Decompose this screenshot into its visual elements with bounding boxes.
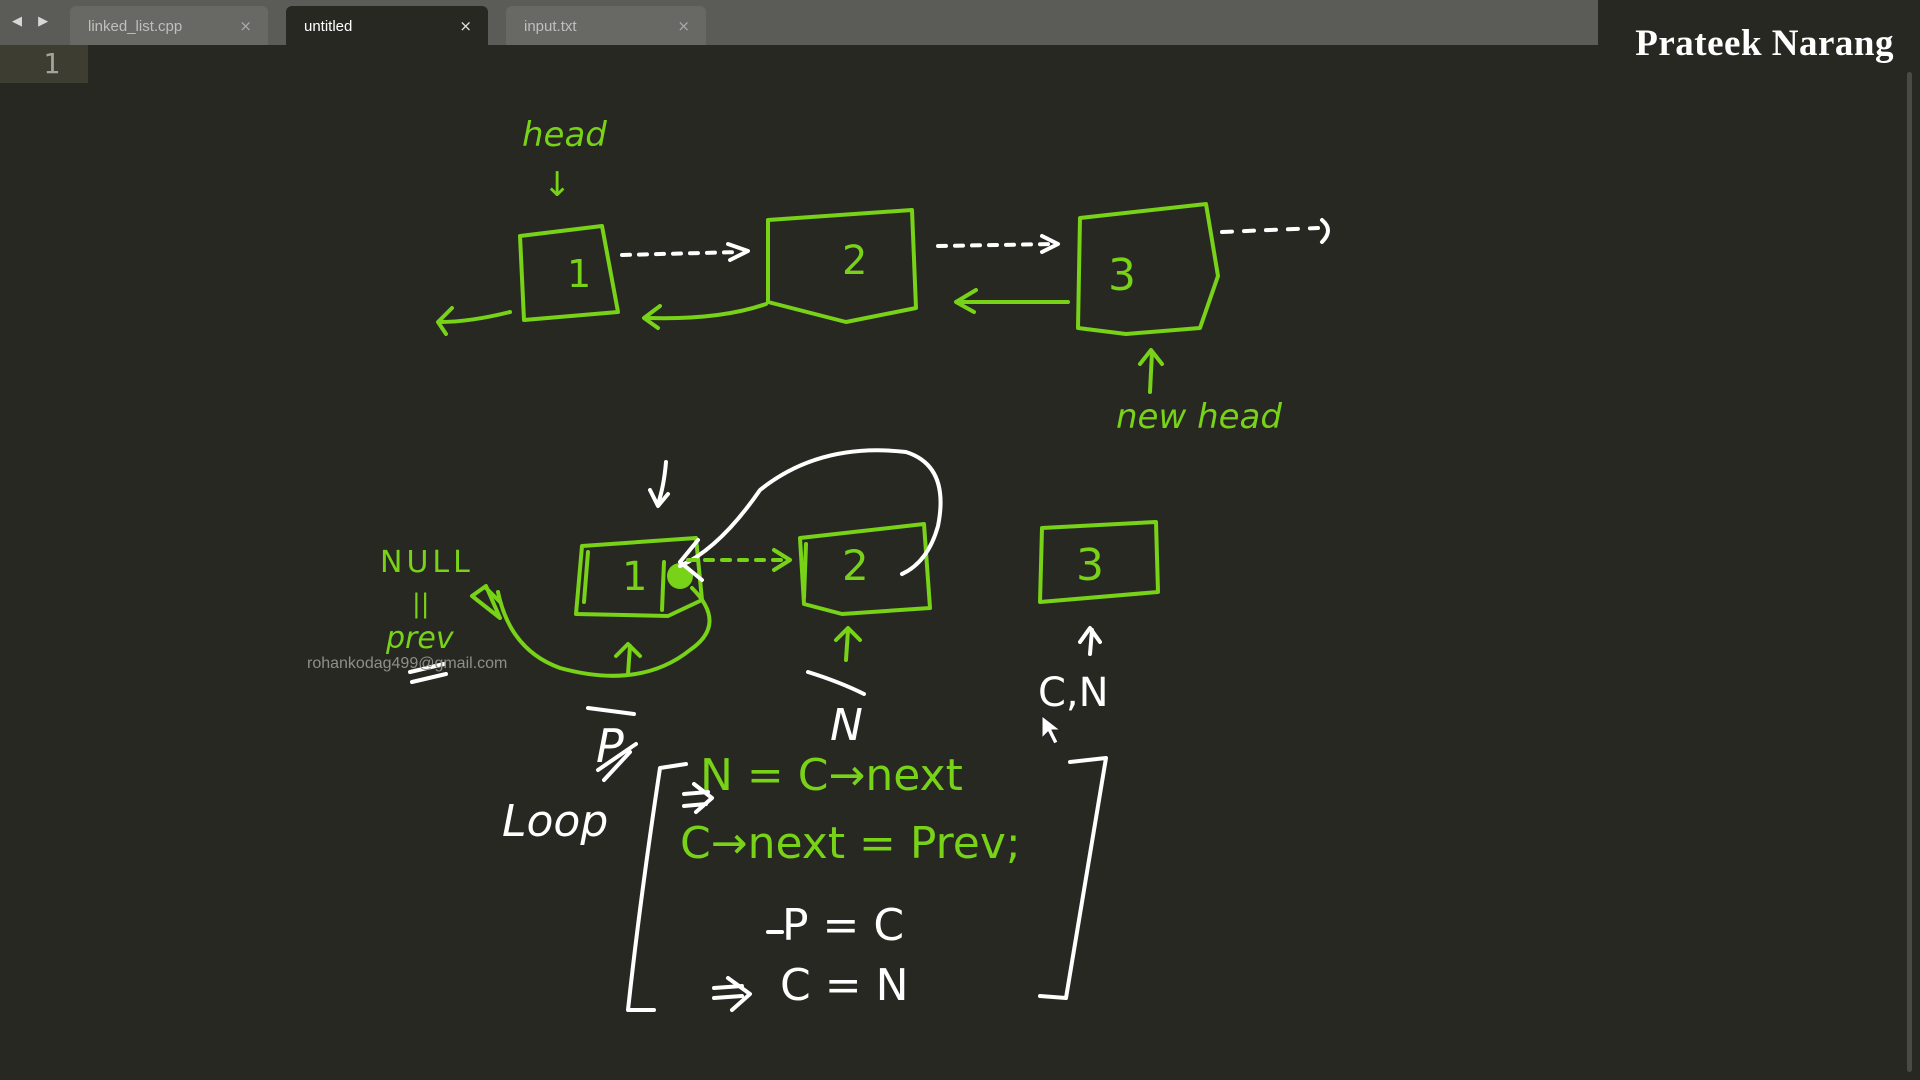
arrowhead-icon — [772, 548, 792, 572]
underline-mark — [408, 662, 448, 684]
next-pointer-arrow-icon — [936, 242, 1056, 248]
scrollbar[interactable] — [1907, 72, 1912, 1072]
up-arrow-icon — [626, 644, 632, 676]
bottom-node-3-value: 3 — [1076, 540, 1104, 591]
bottom-node-1-value: 1 — [622, 554, 647, 600]
arrowhead-icon — [954, 288, 978, 314]
top-node-3-value: 3 — [1108, 250, 1136, 301]
current-line-highlight — [0, 45, 88, 83]
right-bracket — [1038, 756, 1108, 1000]
arrowhead-icon — [834, 626, 862, 642]
head-arrow-icon: ↓ — [543, 165, 572, 205]
line-number: 1 — [43, 47, 60, 80]
bottom-linked-list: 1 2 3 NULL || prev P N — [380, 448, 1160, 847]
email-watermark: rohankodag499@gmail.com — [307, 655, 508, 672]
close-icon[interactable]: × — [239, 17, 252, 35]
arrowhead-icon — [470, 584, 502, 620]
prev-pointer-arrow-icon — [438, 310, 512, 324]
left-bracket — [626, 762, 688, 1012]
tab-linked-list[interactable]: linked_list.cpp × — [70, 6, 268, 45]
code-line-1: N = C→next — [700, 750, 963, 801]
tab-bar: ◀ ▶ linked_list.cpp × untitled × input.t… — [0, 0, 1598, 45]
tab-untitled[interactable]: untitled × — [286, 6, 488, 45]
node-divider — [582, 550, 590, 604]
curved-prev-arrow-icon — [496, 586, 712, 678]
implies-arrow-icon — [682, 782, 714, 814]
code-line-3: P = C — [782, 900, 904, 951]
implies-arrow-icon — [712, 976, 752, 1012]
top-linked-list: head ↓ 1 2 3 new head — [436, 115, 1330, 437]
bottom-node-2-value: 2 — [842, 541, 869, 590]
next-pointer-arrow-icon — [620, 250, 742, 257]
prev-pointer-arrow-icon — [646, 302, 768, 321]
node-divider — [660, 560, 666, 612]
code-line-2: C→next = Prev; — [680, 818, 1021, 869]
arrowhead-icon — [726, 242, 750, 262]
loop-label: Loop — [502, 796, 608, 847]
tab-label: input.txt — [524, 18, 577, 35]
new-head-arrow-icon — [1148, 350, 1154, 394]
n-label: N — [830, 700, 863, 751]
top-node-1-value: 1 — [567, 252, 591, 296]
arrowhead-icon — [678, 538, 704, 582]
cn-label: C,N — [1038, 670, 1109, 716]
node-divider — [802, 542, 808, 600]
scribble-mark — [596, 742, 638, 782]
code-line-4: C = N — [780, 960, 908, 1011]
strike-mark — [586, 706, 636, 716]
prev-label: prev — [385, 621, 455, 656]
equals-mark: || — [412, 589, 430, 619]
tab-nav-arrows-icon[interactable]: ◀ ▶ — [12, 14, 55, 29]
top-node-3 — [1076, 202, 1220, 336]
loop-body: N = C→next C→next = Prev; P = C C = N — [626, 750, 1108, 1012]
arrowhead-icon — [1040, 234, 1060, 254]
next-pointer-arrow-icon — [1220, 226, 1320, 234]
null-label: NULL — [380, 545, 474, 580]
tab-label: linked_list.cpp — [88, 18, 183, 35]
up-arrow-icon — [844, 628, 850, 662]
close-icon[interactable]: × — [677, 17, 690, 35]
up-arrow-icon — [1088, 628, 1094, 656]
top-node-1 — [518, 224, 620, 322]
arrowhead-icon — [1320, 218, 1330, 244]
curved-next-arrow-icon — [678, 448, 943, 576]
arrowhead-icon — [484, 586, 502, 604]
tab-label: untitled — [304, 18, 353, 35]
top-node-2-value: 2 — [842, 238, 867, 284]
strike-mark — [806, 670, 866, 696]
arrowhead-icon — [614, 642, 642, 658]
bottom-node-1 — [574, 536, 704, 618]
arrowhead-icon — [642, 304, 662, 330]
arrowhead-icon — [1138, 348, 1164, 366]
arrowhead-icon — [436, 306, 454, 336]
arrowhead-icon — [1078, 626, 1102, 644]
down-arrow-icon — [656, 460, 668, 506]
presenter-name: Prateek Narang — [1635, 23, 1894, 64]
new-head-label: new head — [1116, 397, 1282, 437]
head-label: head — [522, 115, 607, 155]
tab-input-txt[interactable]: input.txt × — [506, 6, 706, 45]
top-node-2 — [766, 208, 918, 324]
arrowhead-icon — [648, 488, 670, 508]
mouse-cursor-icon — [1041, 714, 1062, 745]
close-icon[interactable]: × — [459, 17, 472, 35]
bottom-node-3 — [1038, 520, 1160, 604]
